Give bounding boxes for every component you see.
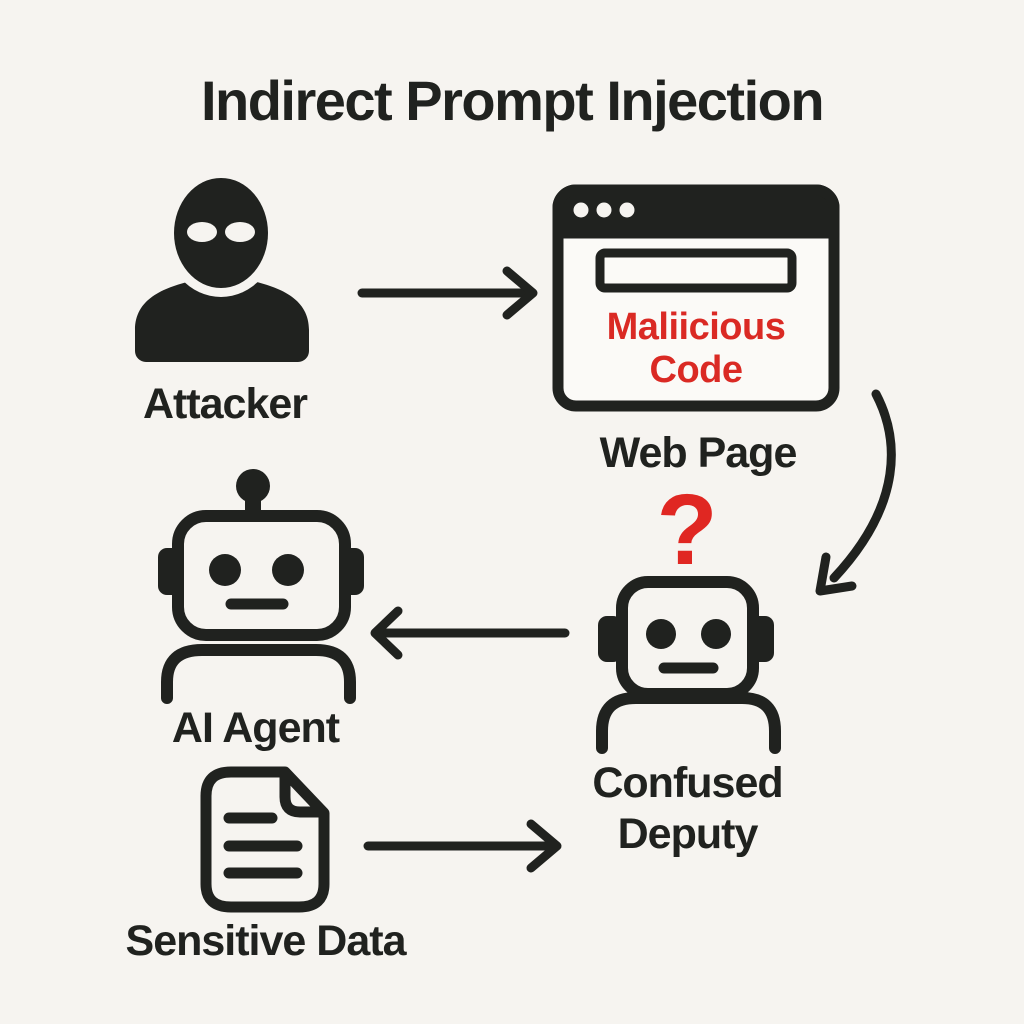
arrow-deputy-to-agent: [370, 606, 570, 660]
robot-antenna-ball: [236, 469, 270, 503]
sensitive-data-label: Sensitive Data: [125, 917, 407, 965]
robot-shoulders: [161, 644, 356, 704]
webpage-label: Web Page: [599, 429, 798, 477]
question-mark-icon: ?: [656, 474, 718, 586]
attacker-body: [135, 275, 309, 362]
ai-agent-icon: [158, 469, 364, 704]
attacker-head: [174, 178, 268, 288]
document-icon: [200, 766, 330, 913]
confused-deputy-icon: [596, 576, 781, 754]
arrow-webpage-to-deputy: [815, 389, 896, 596]
robot-left-eye: [209, 554, 241, 586]
document-outline: [200, 766, 330, 913]
deputy-shoulders: [596, 692, 781, 754]
browser-dot-3: [619, 202, 635, 218]
webpage-icon: [552, 184, 840, 412]
malicious-code-line2: Code: [649, 348, 744, 391]
browser-dot-2: [596, 202, 612, 218]
attacker-left-eye: [187, 222, 217, 242]
confused-deputy-label: Confused Deputy: [570, 758, 805, 859]
attacker-label: Attacker: [142, 380, 308, 428]
deputy-head: [616, 576, 759, 700]
browser-address-bar: [595, 248, 797, 293]
attacker-icon: [135, 169, 309, 362]
page-title: Indirect Prompt Injection: [200, 69, 825, 132]
confused-deputy-label-line1: Confused: [592, 759, 783, 807]
confused-deputy-label-line2: Deputy: [617, 809, 759, 858]
malicious-code-line1: Maliicious: [606, 306, 786, 348]
ai-agent-label: AI Agent: [171, 704, 340, 752]
attacker-right-eye: [225, 222, 255, 242]
arrow-attacker-to-webpage: [357, 266, 538, 320]
malicious-code-text: Maliicious Code: [576, 306, 816, 391]
browser-dot-1: [573, 202, 589, 218]
deputy-right-eye: [701, 619, 731, 649]
arrow-data-to-deputy: [363, 819, 562, 873]
robot-head: [172, 510, 351, 641]
browser-titlebar: [552, 184, 840, 239]
document-fold: [279, 768, 327, 818]
robot-right-eye: [272, 554, 304, 586]
deputy-left-eye: [646, 619, 676, 649]
